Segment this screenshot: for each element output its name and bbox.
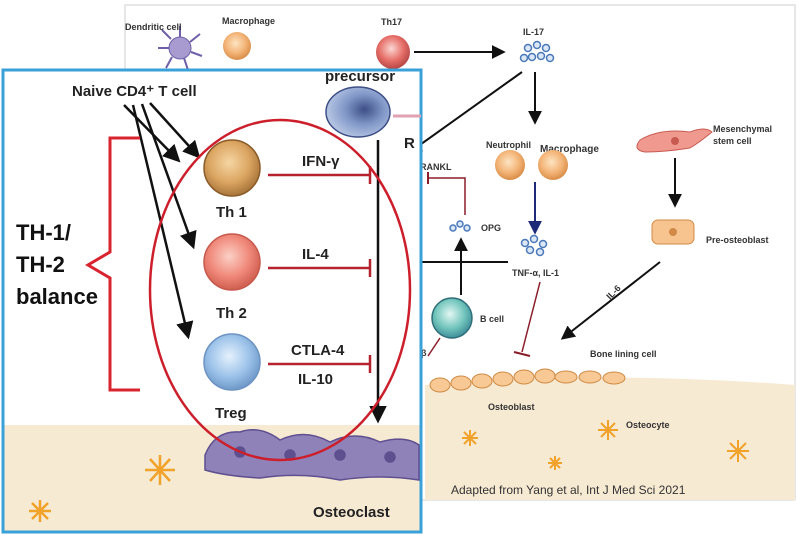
b-cell-icon [431, 297, 473, 339]
rankl-label: RANKL [420, 162, 452, 172]
inhibit-tnf-osteoblast [521, 281, 541, 353]
osteoblast-row [429, 368, 626, 393]
il4-label: IL-4 [302, 246, 329, 263]
precursor-label: precursor [325, 68, 395, 85]
ctla4-label: CTLA-4 [291, 342, 345, 359]
balance-line1: TH-1/ [16, 220, 71, 245]
treg-cell-icon [203, 333, 261, 391]
mesenchymal-stem-cell-icon [636, 128, 713, 153]
credit-text: Adapted from Yang et al, Int J Med Sci 2… [451, 483, 686, 497]
bone-region-right [425, 377, 795, 500]
ifn-gamma-label: IFN-γ [302, 153, 340, 170]
mesenchymal-label-line1: Mesenchymal [713, 124, 772, 134]
treg-label: Treg [215, 405, 247, 422]
opg-cytokine-icon [449, 220, 471, 232]
macrophage-mid-icon [538, 150, 568, 180]
arrow-il17-rankl [407, 71, 523, 154]
bone-lining-label: Bone lining cell [590, 349, 657, 359]
macrophage-top-label: Macrophage [222, 16, 275, 26]
opg-label: OPG [481, 223, 501, 233]
mesenchymal-label-line2: stem cell [713, 136, 752, 146]
inhibit-opg-rankl [428, 177, 466, 215]
th1-label: Th 1 [216, 204, 247, 221]
osteocyte-icons [462, 420, 749, 470]
osteocyte-label: Osteocyte [626, 420, 670, 430]
il17-cytokine-icon [519, 40, 555, 63]
b-cell-label: B cell [480, 314, 504, 324]
osteoblast-label: Osteoblast [488, 402, 535, 412]
th17-label: Th17 [381, 17, 402, 27]
highlight-ellipse [148, 118, 412, 462]
osteoclast-label: Osteoclast [313, 504, 390, 521]
th2-cell-icon [203, 233, 261, 291]
balance-line3: balance [16, 284, 98, 309]
naive-cd4-label: Naive CD4⁺ T cell [72, 83, 197, 100]
dendritic-cell-label: Dendritic cell [125, 22, 182, 32]
il10-label: IL-10 [298, 371, 333, 388]
inset-osteocyte-icons [29, 455, 175, 522]
th17-cell-icon [376, 35, 410, 69]
tnf-label: TNF-α, IL-1 [512, 268, 559, 278]
precursor-cell-icon [325, 86, 391, 138]
pre-osteoblast-icon [651, 219, 695, 245]
neutrophil-label: Neutrophil [486, 140, 531, 150]
macrophage-mid-label: Macrophage [540, 144, 599, 155]
tnf-cytokine-icon [520, 234, 548, 257]
th1-cell-icon [203, 139, 261, 197]
balance-line2: TH-2 [16, 252, 65, 277]
inhibition-lines [268, 166, 372, 373]
r-fragment-label: R [404, 135, 415, 152]
neutrophil-icon [495, 150, 525, 180]
arrow-preosteoblast-lining [560, 261, 661, 340]
balance-bracket [85, 136, 140, 392]
dendritic-cell-icon [158, 26, 203, 71]
inset-panel: Osteoclast precursor R Naive CD4⁺ T cell… [1, 68, 423, 534]
pre-osteoblast-label: Pre-osteoblast [706, 235, 769, 245]
macrophage-top-icon [223, 32, 251, 60]
il17-label: IL-17 [523, 27, 544, 37]
th2-label: Th 2 [216, 305, 247, 322]
